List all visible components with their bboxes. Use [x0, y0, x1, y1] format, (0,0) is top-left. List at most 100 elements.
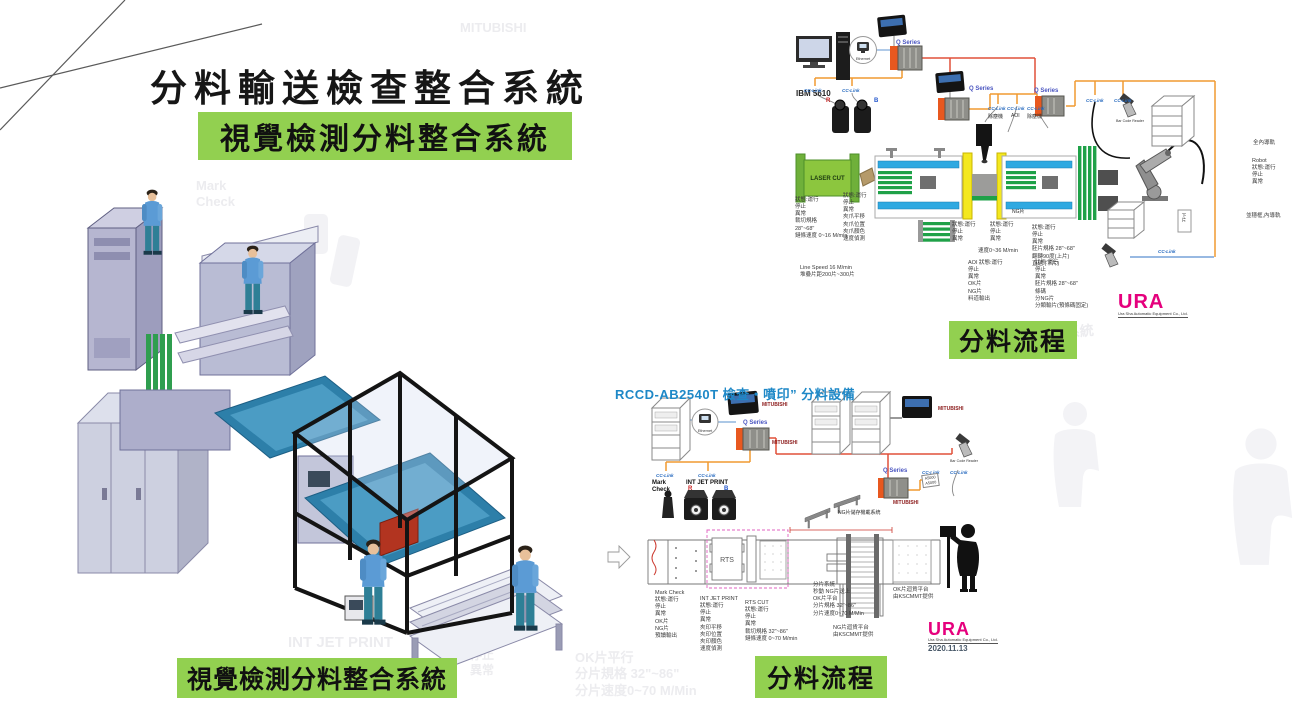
- barcode-reader-label: Bar Code Reader: [950, 459, 979, 463]
- page-title: 分料輸送檢查整合系統: [150, 69, 590, 110]
- q-series-label: Q Series: [1034, 88, 1059, 94]
- bottom-diagram-title: RCCD-AB2540T 檢查・噴印” 分料設備: [615, 387, 856, 402]
- watermark-person-silhouette: [1233, 428, 1293, 565]
- mitubishi-label: MITUBISHI: [893, 500, 919, 506]
- top-flow-diagram: IBM 5610 Ethernet Q Series: [790, 8, 1295, 326]
- rack-cabinet-icon: [1106, 200, 1146, 240]
- annotation: INT JET PRINT 狀態:運行 停止 異常 夾印平移 夾印位置 夾印顏色…: [700, 596, 738, 652]
- mark-check-label: Mark Check: [652, 480, 671, 494]
- ethernet-icon: [849, 36, 877, 64]
- conveyor-section: [1001, 146, 1118, 220]
- q-series-label: Q Series: [896, 40, 921, 46]
- camera-r-label: R: [826, 98, 831, 104]
- rts-dashed-outline: [706, 529, 789, 589]
- subtitle-label: 視覺檢測分料整合系統: [198, 112, 572, 160]
- ura-logo-subtext: Ura Sha Automatic Equipment Co., Ltd.: [1118, 311, 1188, 318]
- cclink-label: CC-Link: [1027, 106, 1045, 111]
- plc-icon: [736, 427, 770, 451]
- ng-storage-conveyor: [804, 494, 861, 529]
- rack-cabinet-icon: [1150, 94, 1196, 148]
- plc-icon: [938, 97, 970, 121]
- dimension-line: [789, 527, 893, 533]
- side-label: 並穩框,內導軌: [1246, 213, 1281, 219]
- device-label: 除塵機: [1027, 114, 1043, 120]
- annotation: Line Speed 16 M/min 堆疊片距200片~300片: [800, 265, 855, 279]
- cclink-label: CC-Link: [922, 470, 940, 475]
- inkjet-printer-icon: [683, 489, 709, 521]
- ura-logo: URA Ura Sha Automatic Equipment Co., Ltd…: [928, 620, 998, 653]
- printer-b-label: B: [724, 486, 729, 492]
- machine-caption-label: 視覺檢測分料整合系統: [177, 658, 458, 698]
- laser-cut-icon: [795, 153, 860, 203]
- annotation: OK片迴貨平台 由KSCMMT提供: [893, 587, 934, 601]
- plc-icon: [890, 45, 923, 71]
- mark-check-sensor-icon: [662, 490, 674, 518]
- rack-cabinet-icon: [651, 397, 691, 461]
- cclink-label: CC-Link: [1086, 98, 1104, 103]
- barcode-reader-label: Bar Code Reader: [1116, 119, 1145, 123]
- decorative-lines: [0, 0, 263, 131]
- bottom-flow-diagram: Ethernet: [600, 378, 1300, 678]
- printer-r-label: R: [688, 486, 693, 492]
- annotation: NG片迴貨平台 由KSCMMT提供: [833, 625, 874, 639]
- inkjet-printer-icon: [711, 489, 737, 521]
- watermark-person-silhouette: [1053, 402, 1099, 507]
- annotation: 狀態:運行 停止 異常 夾爪平移 夾爪位置 夾爪顏色 速度偵測: [843, 193, 867, 242]
- conveyor-line-drawing: [607, 535, 941, 617]
- rts-label: RTS: [720, 557, 734, 564]
- watermark-text: INT JET PRINT: [288, 634, 394, 651]
- laser-cut-label: LASER CUT: [810, 176, 845, 182]
- cclink-label: CC-Link: [950, 470, 968, 475]
- operator-icon: [940, 524, 979, 592]
- conveyor-section: [874, 148, 963, 242]
- plc-icon: [1035, 95, 1065, 117]
- watermark-text: MITUBISHI: [460, 20, 527, 35]
- side-label: Robot 狀態:運行 停止 異常: [1252, 158, 1276, 186]
- date-label: 2020.11.13: [928, 644, 968, 653]
- camera-icon: [854, 99, 871, 133]
- annotation: 狀態:運行 停止 異常 裁切規格 28"~68" 鏈條速度 0~16 M/min: [795, 197, 848, 239]
- watermark-text: OK片平行 分片規格 32"~86" 分片速度0~70 M/Min: [575, 650, 697, 698]
- hmi-panel-icon: [877, 14, 907, 38]
- rack-cabinet-icon: [851, 391, 891, 455]
- camera-icon: [832, 99, 849, 133]
- camera-b-label: B: [874, 98, 879, 104]
- ura-logo: URA Ura Sha Automatic Equipment Co., Ltd…: [1118, 292, 1188, 318]
- annotation: 分片系統 秒動 NG片送上 OK片平台 分片規格 32"~86" 分片速度0~7…: [813, 582, 864, 617]
- cclink-label: CC-Link: [988, 106, 1006, 111]
- ng-lift-bars: [846, 534, 879, 618]
- ura-logo-subtext: Ura Sha Automatic Equipment Co., Ltd.: [928, 637, 998, 644]
- down-piece-label: 下片: [1181, 213, 1187, 224]
- watermark-text: Mark Check: [196, 178, 236, 210]
- plc-icon: [878, 477, 909, 499]
- bottom-diagram-caption: 分料流程: [755, 656, 888, 698]
- ura-logo-text: URA: [1118, 291, 1165, 313]
- ibm-label: IBM 5610: [796, 89, 831, 98]
- robot-arm-icon: [1135, 148, 1172, 201]
- annotation: AOI 狀態:運行 停止 異常 OK片 NG片 料道輸出: [968, 260, 1003, 302]
- side-label: 全內導軌: [1253, 140, 1276, 146]
- ng-storage-label: NG片儲存機載系統: [838, 510, 881, 516]
- hmi-panel-icon: [902, 396, 932, 418]
- cclink-label: CC-Link: [804, 88, 822, 93]
- cclink-label: CC-Link: [1114, 98, 1132, 103]
- device-label: AOI: [1011, 113, 1020, 119]
- mitubishi-label: MITUBISHI: [938, 406, 964, 412]
- annotation: 狀態:運行 停止 異常 胚片規格 28"~68" 條碼 分NG片 分類輸片(預條…: [1035, 260, 1089, 309]
- cclink-label: CC-Link: [656, 473, 674, 478]
- device-label: 除塵機: [988, 114, 1004, 120]
- annotation: 狀態:運行 停止 異常 胚片規格 28"~68" 翻轉90度(上片) 直送 (下…: [1032, 225, 1075, 267]
- q-series-label: Q Series: [883, 468, 908, 474]
- ura-logo-text: URA: [928, 619, 970, 639]
- top-diagram-caption: 分料流程: [949, 321, 1078, 359]
- q-series-label: Q Series: [743, 420, 768, 426]
- ethernet-label: Ethernet: [698, 429, 713, 433]
- a5000-module: A5000 A5000: [921, 472, 940, 489]
- cclink-label: CC-Link: [698, 473, 716, 478]
- annotation: RTS CUT 狀態:運行 停止 異常 裁切規格 32"~86" 鏈條速度 0~…: [745, 600, 798, 642]
- int-jet-print-label: INT JET PRINT: [686, 480, 729, 486]
- mitubishi-label: MITUBISHI: [772, 440, 798, 446]
- barcode-reader-icon: [955, 433, 973, 458]
- cclink-label: CC-Link: [1158, 249, 1176, 254]
